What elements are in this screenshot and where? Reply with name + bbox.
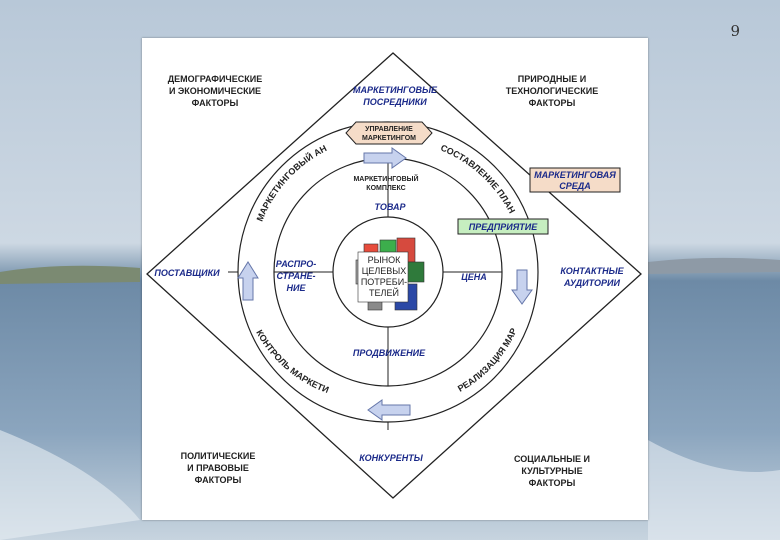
management-label-1: УПРАВЛЕНИЕ — [365, 126, 413, 133]
contact-audiences-label-2: АУДИТОРИИ — [563, 278, 621, 288]
arrow-up-left — [237, 261, 259, 301]
suppliers-label: ПОСТАВЩИКИ — [154, 268, 220, 278]
top-right-factor-3: ФАКТОРЫ — [529, 98, 576, 108]
environment-label-2: СРЕДА — [559, 181, 591, 191]
price-label: ЦЕНА — [461, 272, 487, 282]
arrow-down-right — [511, 269, 533, 305]
promotion-label: ПРОДВИЖЕНИЕ — [353, 348, 426, 358]
distribution-label-1: РАСПРО- — [276, 259, 316, 269]
top-left-factor-2: И ЭКОНОМИЧЕСКИЕ — [169, 86, 261, 96]
slide-number: 9 — [730, 22, 740, 40]
analysis-arc-label: МАРКЕТИНГОВЫЙ АНАЛИЗ — [0, 0, 328, 223]
top-right-factor-2: ТЕХНОЛОГИЧЕСКИЕ — [506, 86, 598, 96]
top-right-factor-1: ПРИРОДНЫЕ И — [518, 74, 586, 84]
mix-label-2: КОМПЛЕКС — [366, 185, 405, 192]
control-arc-label: КОНТРОЛЬ МАРКЕТИНГА — [0, 0, 330, 395]
bottom-left-factor-3: ФАКТОРЫ — [195, 475, 242, 485]
bottom-left-factor-2: И ПРАВОВЫЕ — [187, 463, 249, 473]
top-left-factor-3: ФАКТОРЫ — [192, 98, 239, 108]
arrow-left-bottom — [367, 399, 411, 421]
center-label-1: РЫНОК — [368, 255, 401, 265]
center-label-3: ПОТРЕБИ- — [361, 277, 407, 287]
bottom-right-factor-2: КУЛЬТУРНЫЕ — [521, 466, 582, 476]
distribution-label-3: НИЕ — [287, 283, 307, 293]
mix-label-1: МАРКЕТИНГОВЫЙ — [353, 174, 418, 183]
bottom-right-factor-1: СОЦИАЛЬНЫЕ И — [514, 454, 590, 464]
contact-audiences-label-1: КОНТАКТНЫЕ — [560, 266, 624, 276]
environment-label-1: МАРКЕТИНГОВАЯ — [534, 170, 616, 180]
management-label-2: МАРКЕТИНГОМ — [362, 135, 416, 142]
arrow-right-top — [363, 147, 407, 169]
enterprise-callout — [457, 218, 549, 235]
competitors-label: КОНКУРЕНТЫ — [359, 453, 424, 463]
product-label: ТОВАР — [374, 202, 406, 212]
bottom-left-factor-1: ПОЛИТИЧЕСКИЕ — [181, 451, 256, 461]
center-market-icon — [355, 237, 425, 311]
planning-arc-label: СОСТАВЛЕНИЕ ПЛАНА — [0, 0, 517, 215]
environment-callout — [529, 167, 621, 193]
management-callout — [345, 121, 433, 145]
intermediaries-label-2: ПОСРЕДНИКИ — [363, 97, 427, 107]
distribution-label-2: СТРАНЕ- — [276, 271, 315, 281]
enterprise-label: ПРЕДПРИЯТИЕ — [469, 222, 538, 232]
center-label-2: ЦЕЛЕВЫХ — [362, 266, 407, 276]
environment-diamond — [146, 52, 642, 499]
top-left-factor-1: ДЕМОГРАФИЧЕСКИЕ — [168, 74, 262, 84]
bottom-right-factor-3: ФАКТОРЫ — [529, 478, 576, 488]
intermediaries-label-1: МАРКЕТИНГОВЫЕ — [353, 85, 438, 95]
center-label-4: ТЕЛЕЙ — [369, 287, 399, 298]
